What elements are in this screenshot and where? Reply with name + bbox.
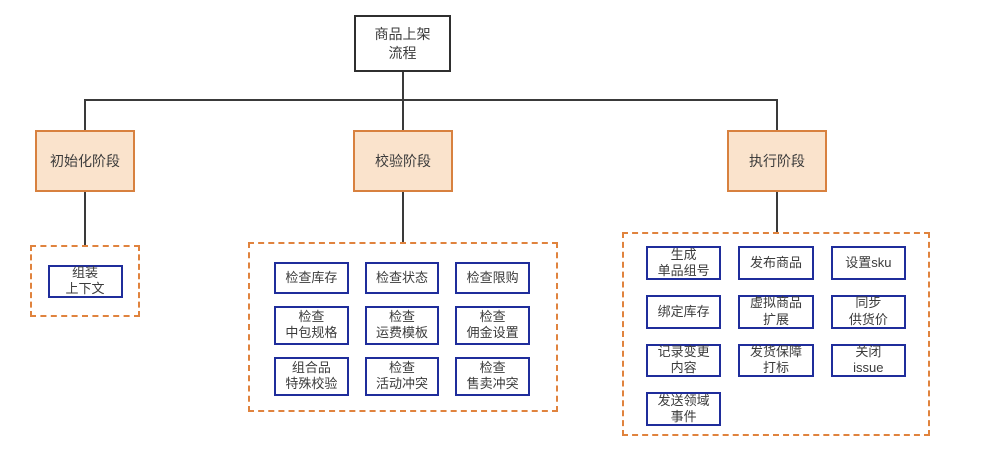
phase-node-validate: 校验阶段 xyxy=(353,130,453,192)
group-init-steps: 组装 上下文 xyxy=(30,245,140,317)
phase-node-execute: 执行阶段 xyxy=(727,130,827,192)
step-node: 检查 活动冲突 xyxy=(364,356,440,396)
step-node: 生成 单品组号 xyxy=(646,246,722,280)
step-node: 组合品 特殊校验 xyxy=(274,356,349,396)
step-node: 发送领域 事件 xyxy=(646,392,722,426)
step-node: 检查状态 xyxy=(364,262,440,294)
step-node: 同步 供货价 xyxy=(830,294,906,329)
step-node: 检查库存 xyxy=(274,262,349,294)
step-node: 检查 售卖冲突 xyxy=(455,356,530,396)
step-node: 发货保障 打标 xyxy=(738,343,814,378)
step-node: 记录变更 内容 xyxy=(646,343,722,378)
step-node: 检查限购 xyxy=(455,262,530,294)
group-execute-steps: 生成 单品组号 发布商品 设置sku 绑定库存 虚拟商品 扩展 同步 供货价 记… xyxy=(622,232,930,436)
step-node: 虚拟商品 扩展 xyxy=(738,294,814,329)
step-node: 设置sku xyxy=(830,246,906,280)
group-validate-steps: 检查库存 检查状态 检查限购 检查 中包规格 检查 运费模板 检查 佣金设置 组… xyxy=(248,242,558,412)
step-node: 绑定库存 xyxy=(646,294,722,329)
phase-node-init: 初始化阶段 xyxy=(35,130,135,192)
step-node: 检查 佣金设置 xyxy=(455,305,530,345)
step-node: 发布商品 xyxy=(738,246,814,280)
root-node: 商品上架 流程 xyxy=(354,15,451,72)
step-node: 检查 中包规格 xyxy=(274,305,349,345)
step-node: 组装 上下文 xyxy=(47,264,123,298)
step-node: 关闭 issue xyxy=(830,343,906,378)
step-node: 检查 运费模板 xyxy=(364,305,440,345)
